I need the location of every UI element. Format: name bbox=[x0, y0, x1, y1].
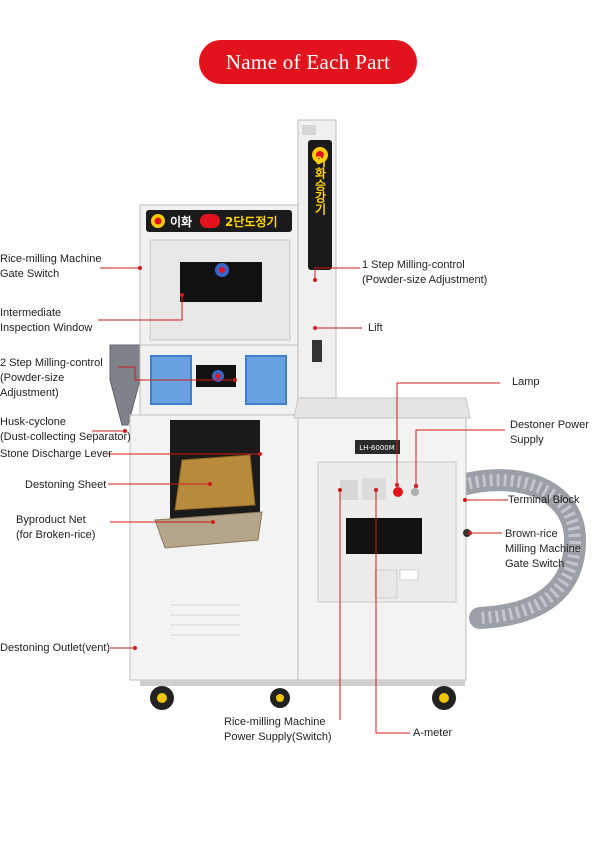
destoning-sheet bbox=[174, 454, 256, 511]
label-gate-switch: Rice-milling Machine Gate Switch bbox=[0, 253, 102, 280]
model-text: LH-6000M bbox=[359, 444, 395, 452]
label-stone-lever: Stone Discharge Lever bbox=[0, 448, 112, 460]
label-intermediate-window: Intermediate Inspection Window bbox=[0, 307, 93, 334]
label-brown-rice-gate: Brown-rice Milling Machine Gate Switch bbox=[505, 528, 581, 570]
lamp bbox=[393, 487, 403, 497]
label-step2-control: 2 Step Milling-control (Powder-size Adju… bbox=[0, 357, 103, 399]
model-plate bbox=[355, 440, 400, 454]
label-terminal-block: Terminal Block bbox=[508, 494, 580, 506]
leader-lines bbox=[92, 267, 508, 734]
destoner-tray bbox=[293, 397, 471, 419]
machine-name-text: 2단도정기 bbox=[225, 214, 278, 229]
brand-text: 이화 bbox=[170, 214, 192, 229]
label-lamp: Lamp bbox=[512, 376, 540, 388]
leader-dots bbox=[123, 266, 472, 650]
lift-text: 이화승강기 bbox=[313, 154, 327, 216]
label-a-meter: A-meter bbox=[413, 727, 453, 739]
label-step1-control: 1 Step Milling-control (Powder-size Adju… bbox=[362, 259, 488, 286]
wheels bbox=[140, 680, 465, 710]
byproduct-net bbox=[154, 511, 263, 549]
label-power-supply: Rice-milling Machine Power Supply(Switch… bbox=[224, 716, 332, 743]
husk-cyclone bbox=[109, 344, 141, 426]
label-byproduct-net: Byproduct Net (for Broken-rice) bbox=[16, 514, 96, 541]
label-lift: Lift bbox=[368, 322, 383, 334]
label-destoning-outlet: Destoning Outlet(vent) bbox=[0, 642, 111, 654]
label-destoning-sheet: Destoning Sheet bbox=[25, 479, 107, 491]
label-husk-cyclone: Husk-cyclone (Dust-collecting Separator) bbox=[0, 416, 131, 443]
page-title: Name of Each Part bbox=[199, 40, 417, 84]
label-destoner-power: Destoner Power Supply bbox=[510, 419, 589, 446]
control-window bbox=[346, 518, 422, 554]
